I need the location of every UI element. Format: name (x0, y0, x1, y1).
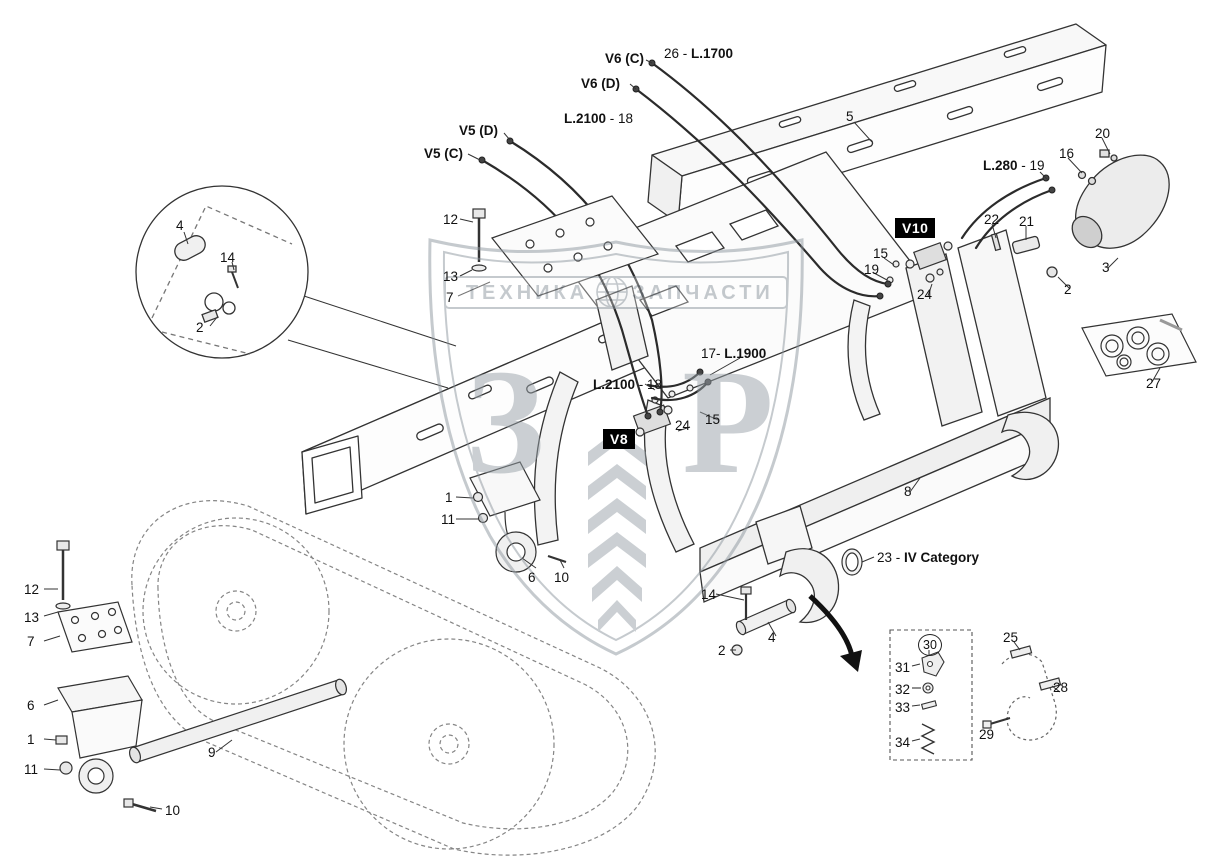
bushing-23 (841, 548, 863, 576)
track-assembly (131, 500, 656, 856)
watermark-letter-right: Р (682, 339, 774, 505)
valve-block-v10 (886, 241, 953, 284)
leader-lines (43, 59, 1161, 810)
detail-circle (135, 185, 457, 389)
hydraulic-cylinder (990, 149, 1170, 278)
watermark-chevrons (588, 430, 646, 632)
globe-icon (596, 276, 628, 308)
watermark-band-right-text: ЗАПЧАСТИ (632, 282, 774, 304)
watermark-letter-left: З (465, 339, 544, 505)
watermark-band-left-text: ТЕХНИКА (466, 282, 588, 304)
upper-plate-7 (471, 195, 659, 297)
mid-roller-bracket (469, 461, 567, 573)
detail-arrow (808, 594, 862, 672)
hook-detail (982, 645, 1062, 741)
lower-hitch-hook (755, 505, 840, 624)
latch-detail-box (889, 629, 973, 761)
top-channel-beam (647, 23, 1107, 224)
gasket-kit-27 (1081, 313, 1197, 377)
left-plate-7 (55, 540, 133, 653)
hydraulic-hoses (480, 61, 1054, 418)
lift-arms (533, 299, 881, 553)
lower-pin-4 (731, 586, 797, 656)
left-bracket-6 (55, 675, 157, 813)
pin-9 (129, 678, 347, 764)
